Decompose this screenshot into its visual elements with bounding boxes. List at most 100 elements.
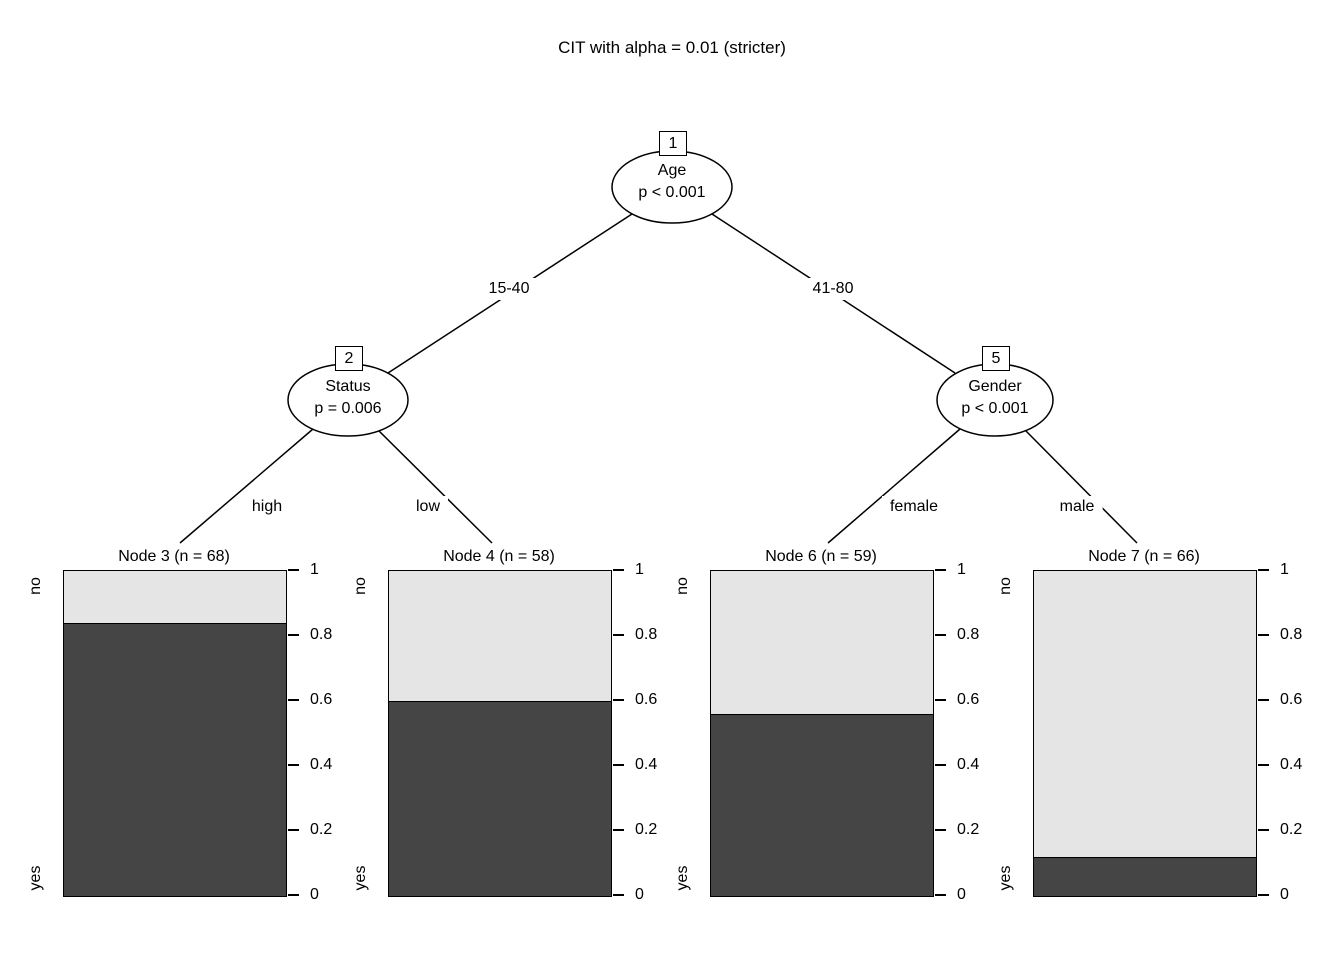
category-label-yes: yes xyxy=(674,865,691,891)
category-label-yes: yes xyxy=(27,865,44,891)
y-tick xyxy=(935,634,946,636)
terminal-panel-node6: Node 6 (n = 59) no yes 1 0.8 0.6 0.4 0.2 0 xyxy=(665,545,999,935)
y-tick-label: 0.4 xyxy=(957,756,980,773)
bar-segment-yes xyxy=(1034,857,1256,896)
y-tick xyxy=(1258,634,1269,636)
y-tick xyxy=(1258,829,1269,831)
y-tick xyxy=(1258,569,1269,571)
y-tick-label: 0.4 xyxy=(310,756,333,773)
y-tick-label: 0.2 xyxy=(310,821,333,838)
y-tick xyxy=(1258,699,1269,701)
terminal-node-header: Node 7 (n = 66) xyxy=(1088,548,1200,565)
terminal-node-header: Node 4 (n = 58) xyxy=(443,548,555,565)
category-label-no: no xyxy=(674,577,691,595)
edge-node5-right xyxy=(1025,430,1138,544)
y-tick xyxy=(935,829,946,831)
y-tick-label: 0.6 xyxy=(310,691,333,708)
y-tick-label: 1 xyxy=(310,561,319,578)
stacked-bar xyxy=(63,570,287,897)
y-tick xyxy=(935,894,946,896)
y-tick xyxy=(613,829,624,831)
node-5-id-box: 5 xyxy=(982,346,1010,371)
y-tick-label: 0.8 xyxy=(635,626,658,643)
y-tick xyxy=(288,634,299,636)
split-label-female: female xyxy=(881,496,947,518)
stacked-bar xyxy=(710,570,934,897)
node-1-label: Age p < 0.001 xyxy=(602,160,742,204)
y-tick-label: 0.4 xyxy=(635,756,658,773)
y-tick-label: 0 xyxy=(957,886,966,903)
terminal-panel-node4: Node 4 (n = 58) no yes 1 0.8 0.6 0.4 0.2 0 xyxy=(343,545,677,935)
node-1-variable: Age xyxy=(657,162,687,179)
y-tick-label: 0.2 xyxy=(957,821,980,838)
bar-segment-yes xyxy=(711,714,933,896)
category-label-no: no xyxy=(352,577,369,595)
y-tick xyxy=(288,569,299,571)
terminal-panel-node7: Node 7 (n = 66) no yes 1 0.8 0.6 0.4 0.2 0 xyxy=(988,545,1322,935)
y-tick-label: 1 xyxy=(635,561,644,578)
terminal-panel-node3: Node 3 (n = 68) no yes 1 0.8 0.6 0.4 0.2 0 xyxy=(18,545,352,935)
stacked-bar xyxy=(388,570,612,897)
node-2-pvalue: p = 0.006 xyxy=(314,400,382,417)
y-tick-label: 0.6 xyxy=(635,691,658,708)
stacked-bar xyxy=(1033,570,1257,897)
edge-node5-left xyxy=(827,428,961,544)
y-tick xyxy=(613,894,624,896)
node-2-variable: Status xyxy=(325,378,371,395)
node-2-id-box: 2 xyxy=(335,346,363,371)
y-tick-label: 0.8 xyxy=(310,626,333,643)
y-tick xyxy=(613,764,624,766)
bar-segment-no xyxy=(64,571,286,623)
y-tick-label: 0.8 xyxy=(957,626,980,643)
y-tick xyxy=(1258,894,1269,896)
bar-segment-no xyxy=(389,571,611,701)
node-5-variable: Gender xyxy=(968,378,1022,395)
y-tick xyxy=(613,699,624,701)
y-tick xyxy=(288,699,299,701)
bar-segment-no xyxy=(1034,571,1256,857)
split-label-high: high xyxy=(243,496,291,518)
y-tick-label: 0 xyxy=(1280,886,1289,903)
y-tick xyxy=(288,894,299,896)
terminal-node-header: Node 6 (n = 59) xyxy=(765,548,877,565)
y-tick xyxy=(613,569,624,571)
y-tick-label: 1 xyxy=(957,561,966,578)
y-tick xyxy=(613,634,624,636)
y-tick-label: 0.4 xyxy=(1280,756,1303,773)
bar-segment-no xyxy=(711,571,933,714)
y-tick xyxy=(935,569,946,571)
category-label-no: no xyxy=(27,577,44,595)
y-tick xyxy=(288,764,299,766)
bar-segment-yes xyxy=(64,623,286,896)
split-label-41-80: 41-80 xyxy=(804,278,862,300)
bar-segment-yes xyxy=(389,701,611,896)
node-1-pvalue: p < 0.001 xyxy=(638,184,706,201)
split-label-male: male xyxy=(1051,496,1103,518)
terminal-node-header: Node 3 (n = 68) xyxy=(118,548,230,565)
y-tick-label: 0.6 xyxy=(957,691,980,708)
y-tick-label: 0 xyxy=(310,886,319,903)
y-tick xyxy=(935,699,946,701)
plot-title: CIT with alpha = 0.01 (stricter) xyxy=(558,38,786,57)
y-tick xyxy=(288,829,299,831)
y-tick-label: 0.2 xyxy=(1280,821,1303,838)
node-2-label: Status p = 0.006 xyxy=(278,376,418,420)
edge-node2-left xyxy=(179,428,314,544)
y-tick-label: 0.6 xyxy=(1280,691,1303,708)
y-tick-label: 0.2 xyxy=(635,821,658,838)
node-5-pvalue: p < 0.001 xyxy=(961,400,1029,417)
y-tick-label: 1 xyxy=(1280,561,1289,578)
y-tick-label: 0 xyxy=(635,886,644,903)
edge-node2-right xyxy=(378,430,493,544)
node-1-id-box: 1 xyxy=(659,131,687,156)
category-label-yes: yes xyxy=(352,865,369,891)
node-5-label: Gender p < 0.001 xyxy=(925,376,1065,420)
split-label-15-40: 15-40 xyxy=(480,278,538,300)
y-tick-label: 0.8 xyxy=(1280,626,1303,643)
split-label-low: low xyxy=(407,496,449,518)
y-tick xyxy=(935,764,946,766)
category-label-yes: yes xyxy=(997,865,1014,891)
category-label-no: no xyxy=(997,577,1014,595)
